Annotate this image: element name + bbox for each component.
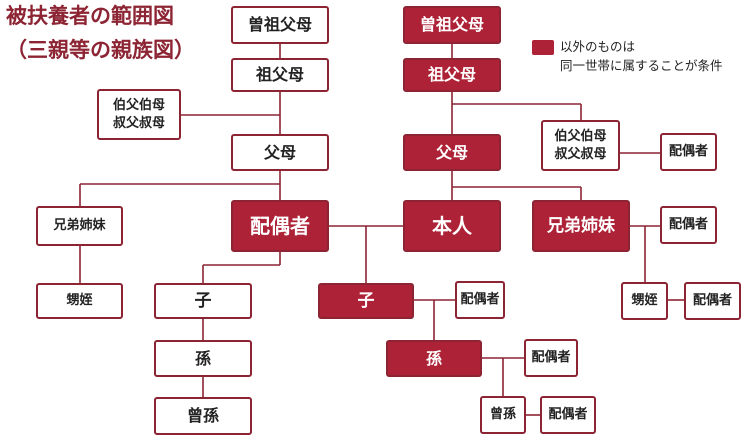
node-nephews-spouse: 配偶者 — [684, 282, 741, 320]
node-spouse-siblings: 兄弟姉妹 — [36, 206, 123, 246]
node-great-grandparents: 曽祖父母 — [403, 6, 501, 44]
node-child-1: 子 — [154, 283, 252, 319]
node-spouse-nephews-nieces: 甥姪 — [36, 283, 123, 319]
node-great-grandchild-1: 曾孫 — [154, 397, 252, 435]
node-grandchild-2: 孫 — [386, 340, 482, 377]
node-great-grandchild-2: 曾孫 — [480, 396, 526, 434]
node-child-2: 子 — [318, 283, 414, 319]
page-subtitle: （三親等の親族図） — [6, 38, 195, 62]
node-spouse: 配偶者 — [231, 200, 329, 252]
node-child-2-spouse: 配偶者 — [455, 281, 505, 319]
node-uncles-aunts-spouse: 配偶者 — [660, 133, 717, 171]
node-nephews-nieces: 甥姪 — [621, 282, 668, 320]
node-grandchild-1: 孫 — [154, 340, 252, 377]
node-siblings: 兄弟姉妹 — [532, 200, 630, 252]
node-spouse-parents: 父母 — [231, 134, 329, 171]
node-grandchild-2-spouse: 配偶者 — [524, 339, 578, 377]
legend-swatch — [532, 40, 554, 55]
node-spouse-grandparents: 祖父母 — [231, 58, 329, 92]
node-grandparents: 祖父母 — [403, 58, 501, 92]
node-uncles-aunts: 伯父伯母 叔父叔母 — [541, 120, 620, 171]
legend-line-2: 同一世帯に属することが条件 — [560, 58, 723, 74]
node-siblings-spouse: 配偶者 — [660, 206, 717, 244]
node-parents: 父母 — [403, 134, 501, 171]
node-self: 本人 — [403, 200, 501, 252]
node-spouse-uncles-aunts: 伯父伯母 叔父叔母 — [97, 89, 181, 140]
legend: 以外のものは 同一世帯に属することが条件 — [560, 37, 723, 76]
node-great-grandchild-2-spouse: 配偶者 — [540, 396, 596, 434]
legend-line-1: 以外のものは — [560, 39, 636, 54]
node-spouse-great-grandparents: 曽祖父母 — [231, 6, 329, 44]
page-title: 被扶養者の範囲図 — [6, 4, 174, 28]
